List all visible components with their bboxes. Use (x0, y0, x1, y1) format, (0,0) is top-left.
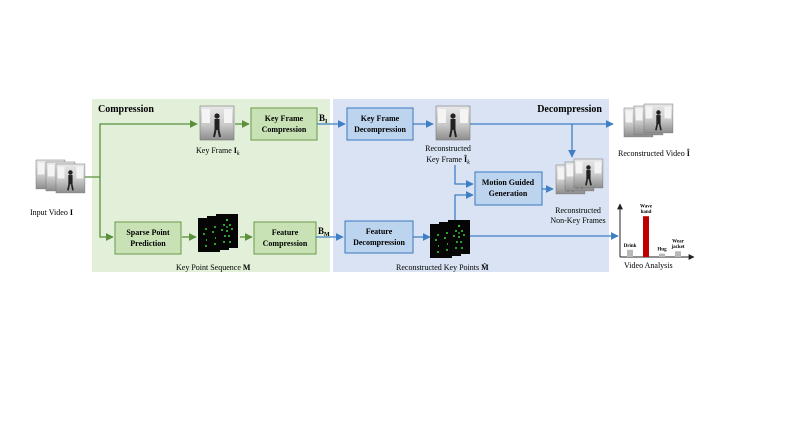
svg-text:Key Frame: Key Frame (265, 114, 304, 123)
svg-text:Prediction: Prediction (130, 239, 166, 248)
feature-decompression-box: Feature Decompression (344, 220, 414, 254)
feature-compression-box: Feature Compression (253, 221, 317, 255)
sparse-point-prediction-box: Sparse Point Prediction (114, 221, 182, 255)
svg-text:Feature: Feature (272, 228, 299, 237)
reconstructed-key-points-images (430, 220, 470, 258)
video-analysis-label: Video Analysis (624, 261, 673, 270)
key-point-sequence-images (198, 214, 238, 252)
analysis-bar-label-2: Hug (657, 248, 667, 253)
reconstructed-non-key-label-line1: Reconstructed (555, 206, 601, 215)
compression-arrows (85, 120, 253, 241)
svg-text:Compression: Compression (262, 125, 307, 134)
reconstructed-video-frames (623, 103, 674, 138)
input-video-label: Input Video I (30, 208, 73, 217)
reconstructed-video-label: Reconstructed Video Î (618, 148, 690, 158)
analysis-bar-0 (627, 249, 633, 257)
svg-text:Key Frame: Key Frame (361, 114, 400, 123)
key-frame-label: Key Frame Ik (196, 146, 240, 157)
reconstructed-key-frame-label-line2: Key Frame Îk (426, 154, 470, 166)
motion-guided-generation-box: Motion Guided Generation (474, 171, 543, 206)
svg-text:Motion Guided: Motion Guided (482, 178, 535, 187)
svg-text:Feature: Feature (366, 227, 393, 236)
analysis-bar-3 (675, 251, 681, 257)
bitstream-m-label: BM (318, 226, 330, 238)
analysis-bar-2 (659, 253, 665, 257)
reconstructed-key-points-label: Reconstructed Key Points M̂ (396, 262, 489, 272)
decompression-title: Decompression (537, 104, 602, 115)
key-frame-image (199, 105, 235, 141)
key-point-sequence-label: Key Point Sequence M (176, 263, 251, 272)
decompression-arrows (316, 120, 619, 241)
key-frame-compression-box: Key Frame Compression (250, 107, 318, 141)
reconstructed-key-frame-image (435, 105, 471, 141)
svg-text:Compression: Compression (263, 239, 308, 248)
reconstructed-non-key-label-line2: Non-Key Frames (550, 216, 605, 225)
input-video-frames (35, 159, 86, 194)
reconstructed-key-frame-label-line1: Reconstructed (425, 144, 471, 153)
bitstream-i-label: BI (319, 113, 328, 125)
svg-text:Decompression: Decompression (354, 125, 406, 134)
svg-text:Generation: Generation (489, 189, 528, 198)
key-frame-decompression-box: Key Frame Decompression (346, 107, 414, 141)
analysis-bar-1 (643, 216, 649, 257)
analysis-bar-label-0: Drink (624, 244, 637, 249)
svg-text:Decompression: Decompression (353, 238, 405, 247)
compression-title: Compression (98, 104, 154, 115)
svg-text:Sparse Point: Sparse Point (126, 228, 170, 237)
